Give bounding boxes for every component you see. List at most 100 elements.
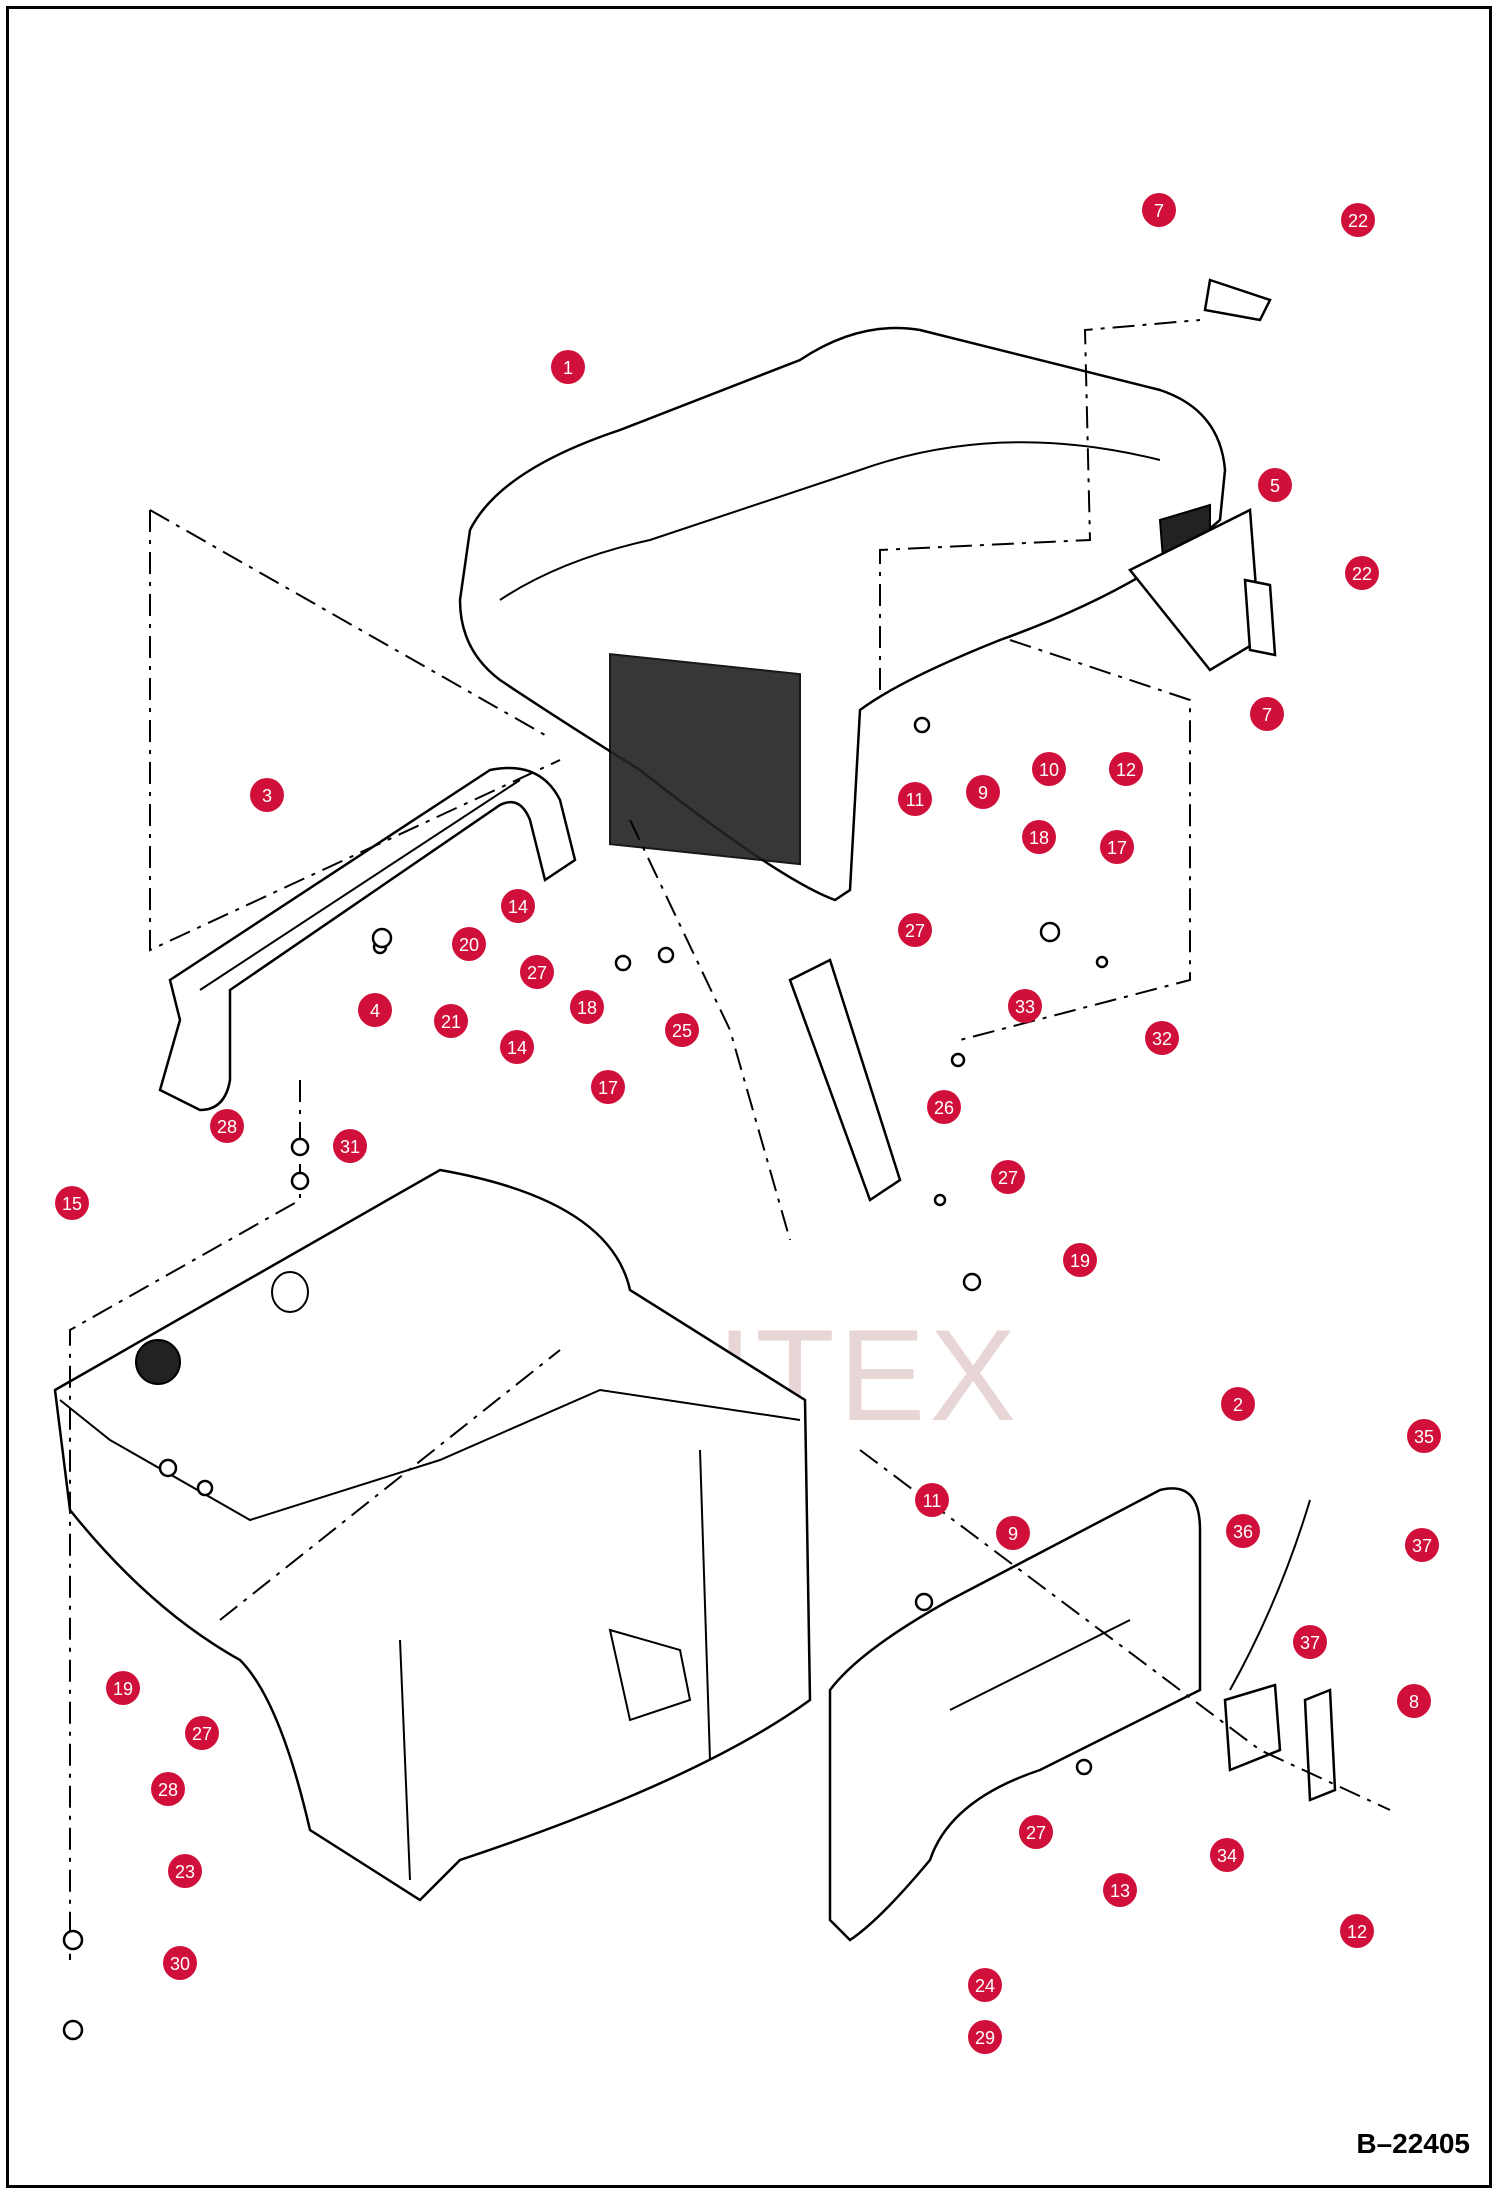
callout-c18b: 18 <box>570 990 604 1024</box>
callout-badge-circle <box>996 1516 1030 1550</box>
callout-badge-circle <box>1397 1684 1431 1718</box>
callout-c4: 4 <box>358 993 392 1027</box>
callout-badge-circle <box>452 927 486 961</box>
callout-badge-circle <box>434 1004 468 1038</box>
callout-label: 4 <box>370 1001 380 1021</box>
callout-badge-circle <box>168 1854 202 1888</box>
callout-badge-circle <box>966 775 1000 809</box>
side-panel <box>828 1487 1202 1942</box>
callout-c19a: 19 <box>1063 1243 1097 1277</box>
callout-label: 27 <box>192 1724 212 1744</box>
callout-label: 21 <box>441 1012 461 1032</box>
callout-label: 28 <box>158 1780 178 1800</box>
callout-label: 18 <box>577 998 597 1018</box>
hood-cover <box>458 326 1227 902</box>
callout-c11b: 11 <box>915 1483 949 1517</box>
callout-label: 35 <box>1414 1427 1434 1447</box>
callout-badge-circle <box>665 1013 699 1047</box>
callout-badge-circle <box>501 889 535 923</box>
callout-label: 14 <box>507 1038 527 1058</box>
callout-badge-circle <box>1345 556 1379 590</box>
callout-label: 30 <box>170 1954 190 1974</box>
callout-badge-circle <box>1341 203 1375 237</box>
callout-label: 15 <box>62 1194 82 1214</box>
callout-c29: 29 <box>968 2020 1002 2054</box>
callout-label: 24 <box>975 1976 995 1996</box>
callout-badge-circle <box>570 990 604 1024</box>
callout-label: 11 <box>923 1491 942 1511</box>
callout-label: 37 <box>1300 1633 1320 1653</box>
callout-c27e: 27 <box>1019 1815 1053 1849</box>
callout-label: 37 <box>1412 1536 1432 1556</box>
latch-parts <box>788 278 1337 1802</box>
callout-c21: 21 <box>434 1004 468 1038</box>
callout-c7a: 7 <box>1142 193 1176 227</box>
callout-c7b: 7 <box>1250 697 1284 731</box>
callout-c2: 2 <box>1221 1387 1255 1421</box>
callout-badge-circle <box>151 1772 185 1806</box>
callout-badge-circle <box>520 955 554 989</box>
callout-badge-circle <box>1109 752 1143 786</box>
callout-label: 5 <box>1270 476 1280 496</box>
callout-label: 14 <box>508 897 528 917</box>
callout-badge-circle <box>210 1109 244 1143</box>
callout-label: 22 <box>1352 564 1372 584</box>
callout-badge-circle <box>1405 1528 1439 1562</box>
callout-label: 34 <box>1217 1846 1237 1866</box>
callout-badge-circle <box>1103 1873 1137 1907</box>
callout-badge-circle <box>250 778 284 812</box>
callout-badge-circle <box>333 1129 367 1163</box>
callout-c14b: 14 <box>500 1030 534 1064</box>
callout-label: 27 <box>905 921 925 941</box>
callout-label: 33 <box>1015 997 1035 1017</box>
callout-c19b: 19 <box>106 1671 140 1705</box>
callout-label: 7 <box>1262 705 1272 725</box>
callout-badge-circle <box>163 1946 197 1980</box>
callout-c37a: 37 <box>1405 1528 1439 1562</box>
callout-c37b: 37 <box>1293 1625 1327 1659</box>
callout-c22a: 22 <box>1341 203 1375 237</box>
callout-c22b: 22 <box>1345 556 1379 590</box>
callout-c12b: 12 <box>1340 1914 1374 1948</box>
callout-badge-circle <box>898 782 932 816</box>
front-bracket <box>158 766 577 1112</box>
callout-c18a: 18 <box>1022 820 1056 854</box>
callout-label: 7 <box>1154 201 1164 221</box>
callout-c34: 34 <box>1210 1838 1244 1872</box>
callout-label: 26 <box>934 1098 954 1118</box>
callout-badge-circle <box>1008 989 1042 1023</box>
callout-badge-circle <box>915 1483 949 1517</box>
callout-c8: 8 <box>1397 1684 1431 1718</box>
callout-badge-circle <box>55 1186 89 1220</box>
callout-label: 8 <box>1409 1692 1419 1712</box>
callout-label: 32 <box>1152 1029 1172 1049</box>
callout-label: 17 <box>598 1078 618 1098</box>
callout-c17a: 17 <box>1100 830 1134 864</box>
callout-badge-circle <box>1019 1815 1053 1849</box>
callout-label: 20 <box>459 935 479 955</box>
callout-label: 28 <box>217 1117 237 1137</box>
callout-badge-circle <box>1032 752 1066 786</box>
callout-c26: 26 <box>927 1090 961 1124</box>
callout-badge-circle <box>591 1070 625 1104</box>
callout-c32: 32 <box>1145 1021 1179 1055</box>
callout-label: 27 <box>1026 1823 1046 1843</box>
callout-c3: 3 <box>250 778 284 812</box>
callout-badge-circle <box>968 2020 1002 2054</box>
callout-c28b: 28 <box>151 1772 185 1806</box>
callout-c27d: 27 <box>185 1716 219 1750</box>
callout-badge-circle <box>1063 1243 1097 1277</box>
callout-badge-circle <box>991 1160 1025 1194</box>
callout-c23: 23 <box>168 1854 202 1888</box>
callout-badge-circle <box>1145 1021 1179 1055</box>
callout-c1: 1 <box>551 350 585 384</box>
callout-c27b: 27 <box>898 913 932 947</box>
callout-badge-circle <box>1250 697 1284 731</box>
callout-label: 31 <box>340 1137 360 1157</box>
callout-c27a: 27 <box>520 955 554 989</box>
hardware <box>62 716 1109 2041</box>
callout-label: 10 <box>1039 760 1059 780</box>
callout-badge-circle <box>185 1716 219 1750</box>
callout-c25: 25 <box>665 1013 699 1047</box>
